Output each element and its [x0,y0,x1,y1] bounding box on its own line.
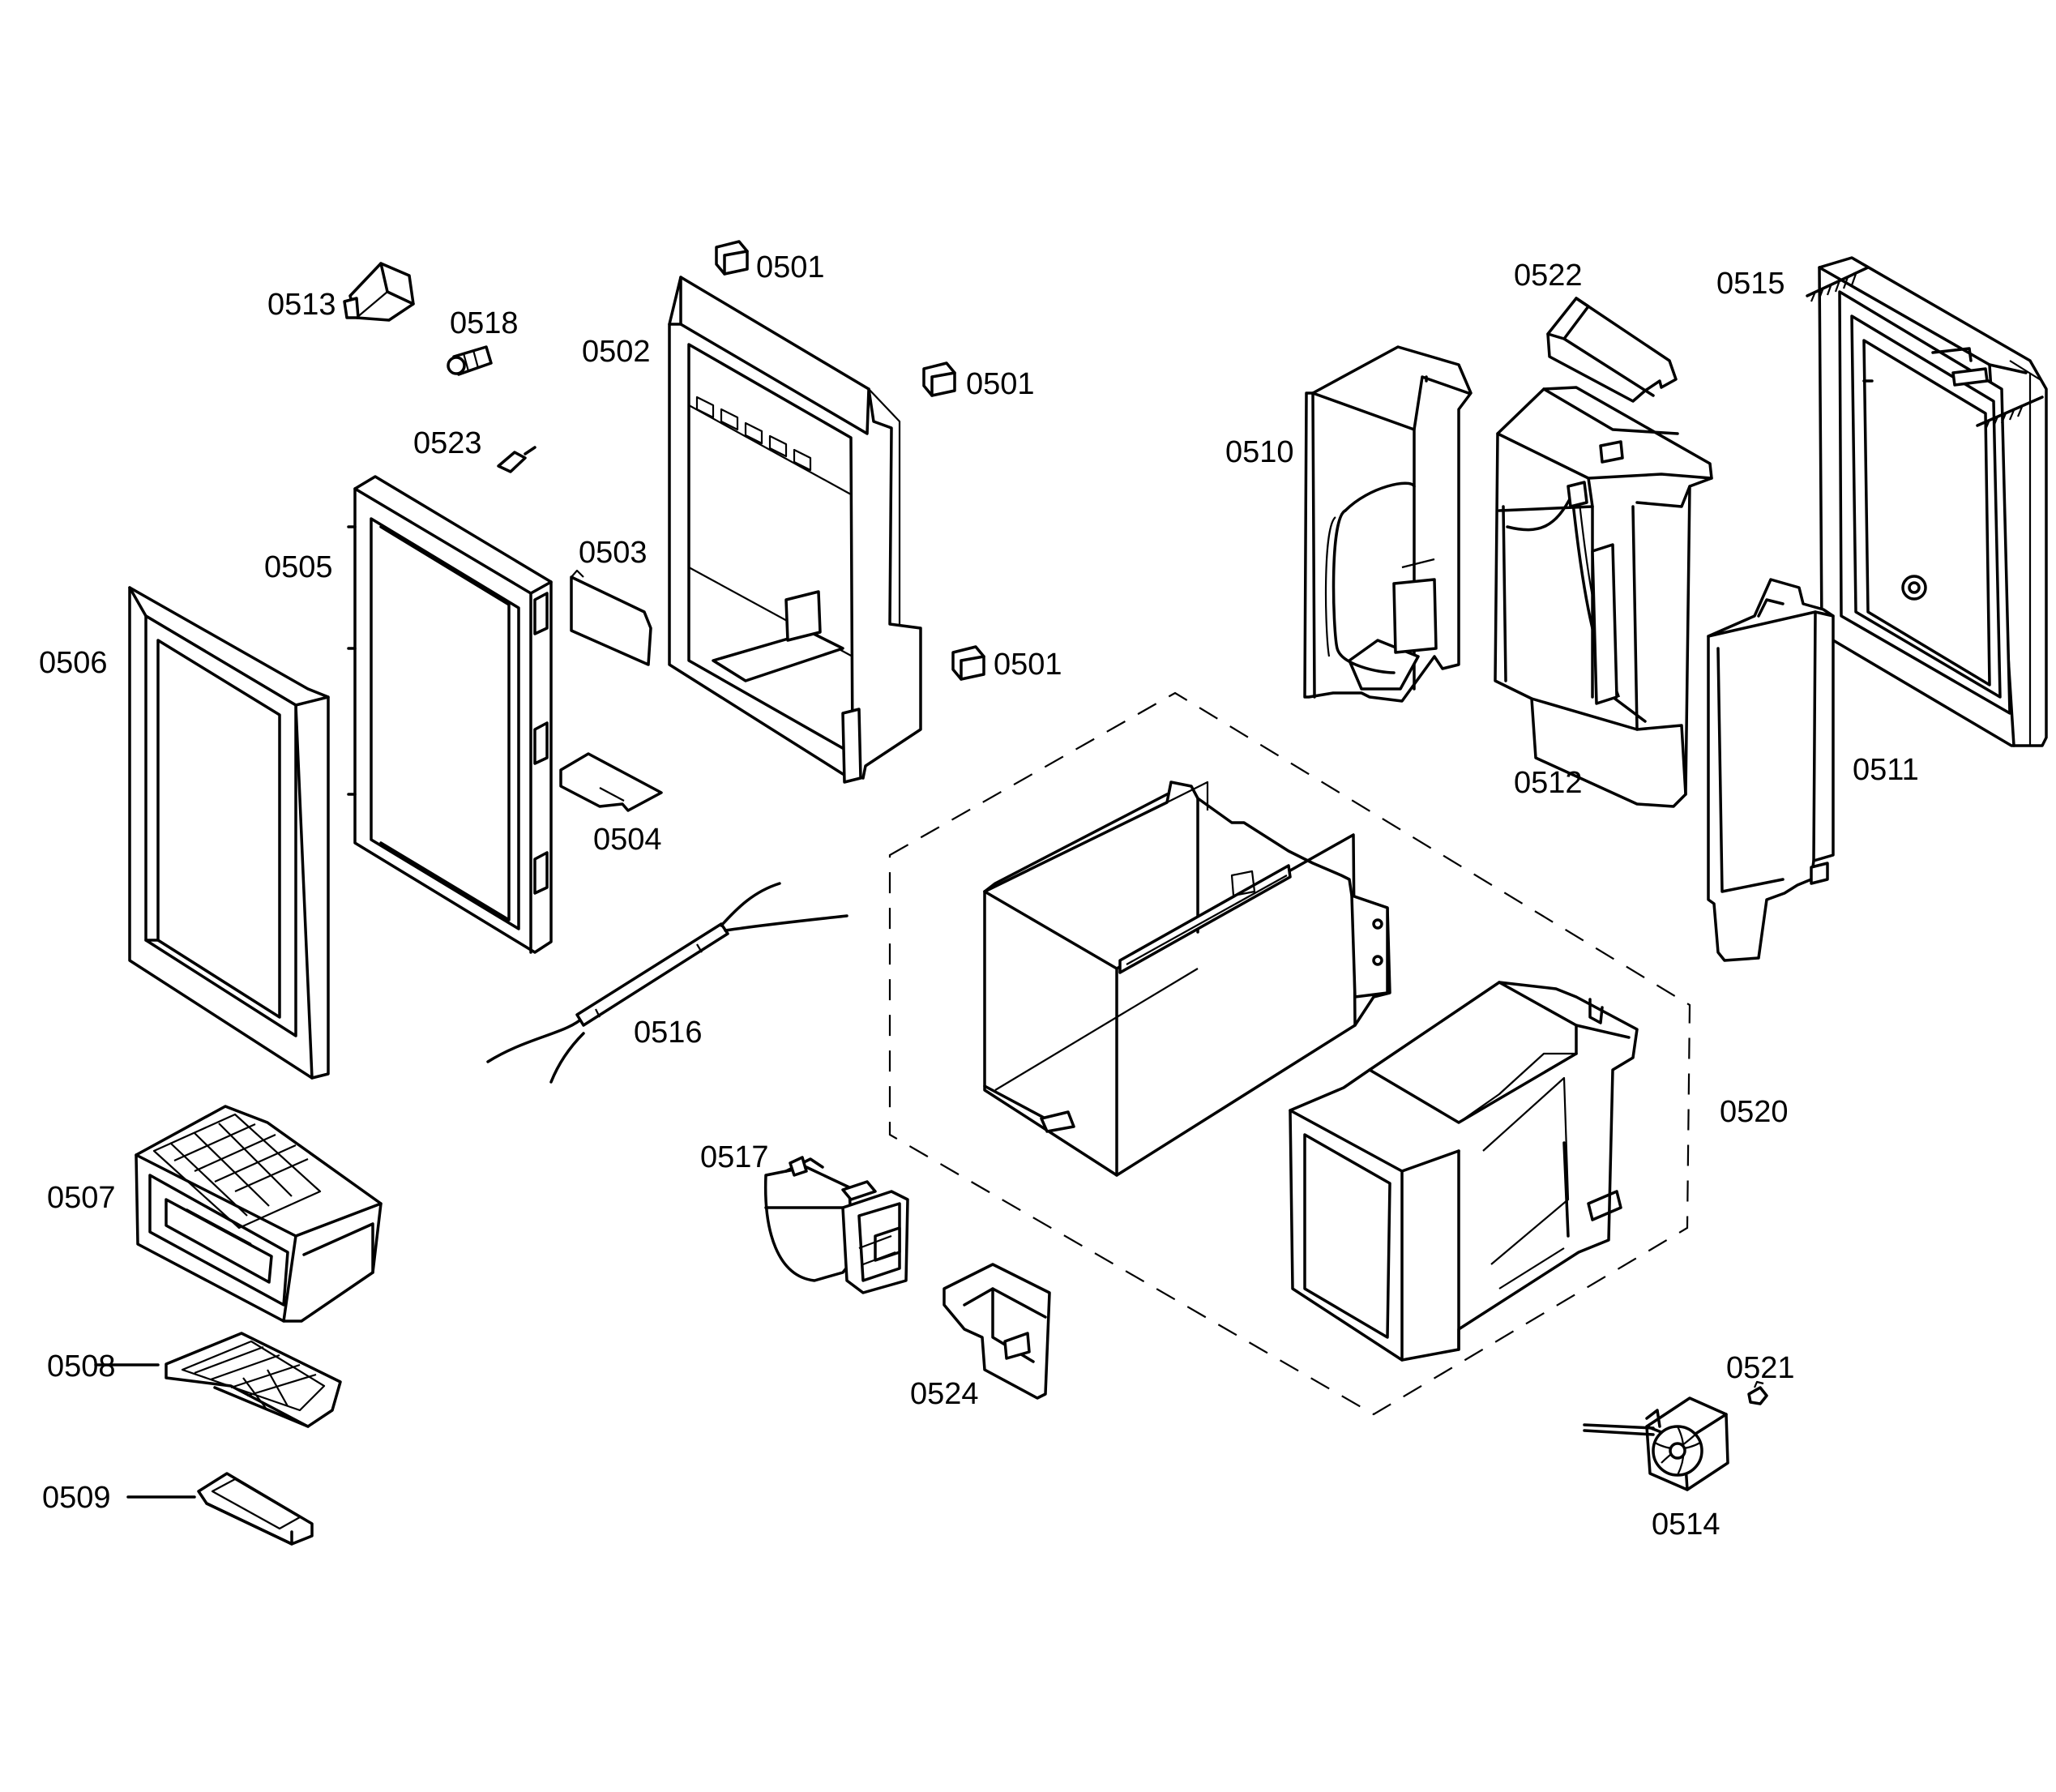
label-0505: 0505 [264,550,333,584]
label-0523: 0523 [413,426,482,460]
label-0502: 0502 [582,335,651,369]
part-0524-drawing [943,1263,1051,1400]
part-0507-drawing [135,1105,383,1323]
label-0513: 0513 [267,288,336,322]
label-0512: 0512 [1514,766,1583,800]
label-0510: 0510 [1225,435,1294,469]
part-0501a-drawing [715,240,749,276]
label-0507: 0507 [47,1181,116,1215]
label-0520: 0520 [1720,1095,1789,1129]
label-0515: 0515 [1716,267,1785,301]
label-0511: 0511 [1853,753,1919,787]
label-0514: 0514 [1652,1508,1720,1542]
part-0505-drawing [347,475,553,954]
part-0514-drawing [1583,1396,1729,1491]
part-0509-drawing [197,1472,314,1546]
label-0503: 0503 [579,536,648,570]
label-0521: 0521 [1726,1351,1795,1385]
part-0504-drawing [559,752,663,812]
part-0508-drawing [165,1332,342,1428]
part-0501c-drawing [951,645,985,681]
part-0517-drawing [763,1156,909,1294]
part-0522-drawing [1546,297,1678,403]
label-0504: 0504 [593,823,662,857]
part-0510-drawing [1303,345,1473,703]
part-0520-box-drawing [983,781,1391,1177]
part-0511-drawing [1707,578,1835,962]
part-0523-drawing [497,446,536,473]
label-0501a: 0501 [756,250,825,284]
label-0522: 0522 [1514,259,1583,293]
part-0513-drawing [343,262,415,322]
label-0501c: 0501 [994,648,1062,682]
part-0503-drawing [570,569,652,666]
part-0506-drawing [128,586,330,1080]
label-0516: 0516 [634,1016,703,1050]
part-0502-drawing [668,276,922,784]
part-0520-group-outline [888,691,1691,1416]
leader-lines [94,1363,196,1499]
part-0512-drawing [1494,386,1713,808]
label-0509: 0509 [42,1481,111,1515]
label-0506: 0506 [39,646,108,680]
label-0508: 0508 [47,1349,116,1384]
label-0501b: 0501 [966,367,1035,401]
part-0501b-drawing [922,361,956,397]
part-0520-bin-drawing [1289,981,1639,1362]
part-0521-drawing [1747,1380,1768,1405]
label-0518: 0518 [450,306,519,340]
label-0517: 0517 [700,1140,769,1174]
label-0524: 0524 [910,1377,979,1411]
part-0518-drawing [447,345,493,376]
part-0516-drawing [486,882,848,1084]
part-0515-drawing [1806,256,2048,747]
